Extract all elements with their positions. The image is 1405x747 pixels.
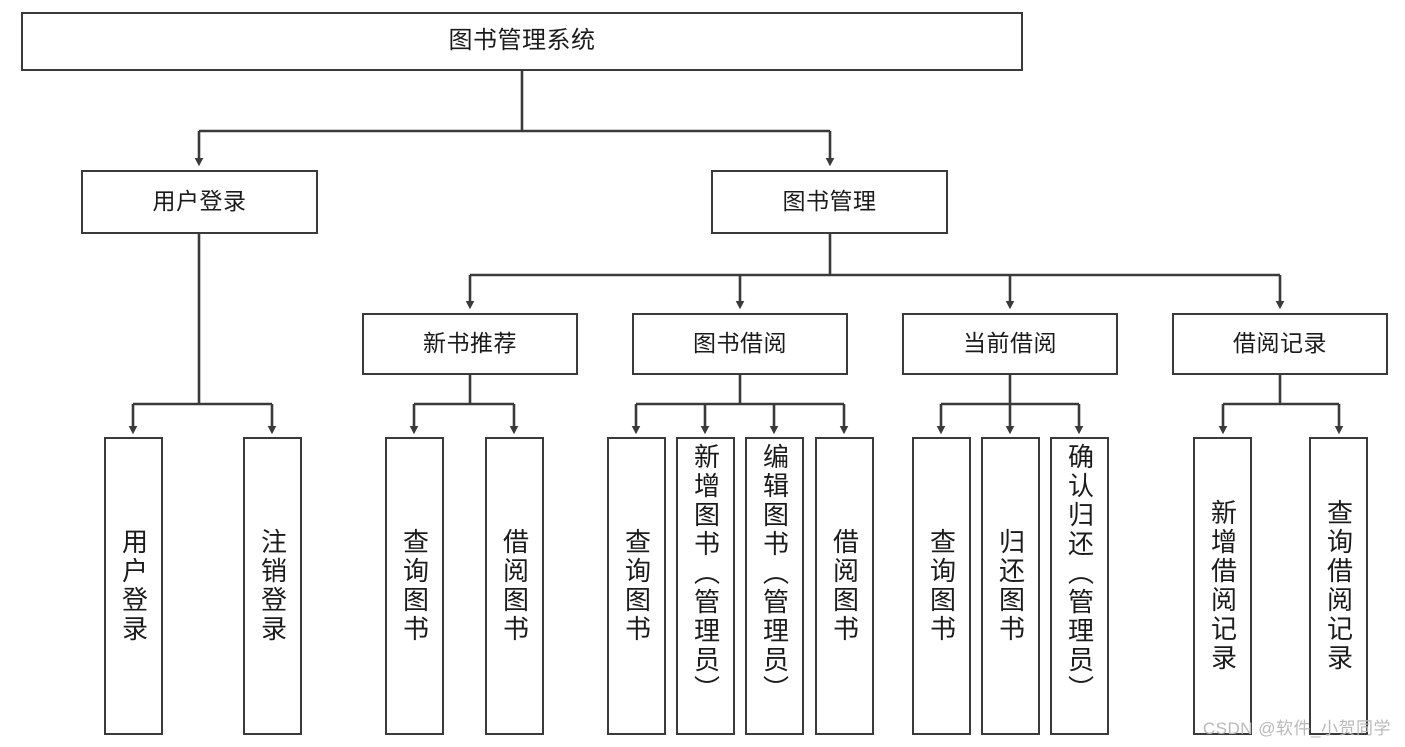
node-label: 注销登录 xyxy=(257,528,288,644)
node-root-system[interactable]: 图书管理系统 xyxy=(21,12,1023,71)
node-label: 查询借阅记录 xyxy=(1323,499,1354,673)
node-label: 借阅记录 xyxy=(1233,330,1327,357)
node-new-book-recommend[interactable]: 新书推荐 xyxy=(362,313,578,375)
node-label: 查询图书 xyxy=(926,528,957,644)
node-label: 新书推荐 xyxy=(423,330,517,357)
node-label: 归还图书 xyxy=(995,528,1026,644)
node-user-login[interactable]: 用户登录 xyxy=(81,170,318,234)
node-label: 借阅图书 xyxy=(499,528,530,644)
csdn-watermark: CSDN @软件_小贺同学 xyxy=(1202,719,1391,738)
node-label: 新增借阅记录 xyxy=(1207,499,1238,673)
node-label: 图书管理 xyxy=(782,188,877,215)
node-book-management[interactable]: 图书管理 xyxy=(711,170,948,234)
node-label: 确认归还（管理员） xyxy=(1064,443,1095,704)
node-label: 查询图书 xyxy=(399,528,430,644)
leaf-borrow-book-newbook[interactable]: 借阅图书 xyxy=(485,437,544,735)
leaf-add-book-admin[interactable]: 新增图书（管理员） xyxy=(676,437,735,735)
node-label: 当前借阅 xyxy=(963,330,1057,357)
leaf-user-login[interactable]: 用户登录 xyxy=(104,437,163,735)
leaf-edit-book-admin[interactable]: 编辑图书（管理员） xyxy=(745,437,804,735)
leaf-query-book-current[interactable]: 查询图书 xyxy=(912,437,971,735)
leaf-query-borrow-record[interactable]: 查询借阅记录 xyxy=(1309,437,1368,735)
node-label: 借阅图书 xyxy=(829,528,860,644)
node-label: 编辑图书（管理员） xyxy=(759,443,790,704)
node-book-borrow[interactable]: 图书借阅 xyxy=(632,313,848,375)
node-label: 图书借阅 xyxy=(693,330,787,357)
node-label: 查询图书 xyxy=(621,528,652,644)
leaf-borrow-book[interactable]: 借阅图书 xyxy=(815,437,874,735)
node-borrow-record[interactable]: 借阅记录 xyxy=(1172,313,1388,375)
leaf-confirm-return-admin[interactable]: 确认归还（管理员） xyxy=(1050,437,1109,735)
node-label: 用户登录 xyxy=(118,528,149,644)
leaf-return-book[interactable]: 归还图书 xyxy=(981,437,1040,735)
leaf-query-book-newbook[interactable]: 查询图书 xyxy=(385,437,444,735)
node-label: 用户登录 xyxy=(152,188,247,215)
node-label: 新增图书（管理员） xyxy=(690,443,721,704)
node-label: 图书管理系统 xyxy=(448,27,596,55)
node-current-borrow[interactable]: 当前借阅 xyxy=(902,313,1118,375)
leaf-query-book-borrow[interactable]: 查询图书 xyxy=(607,437,666,735)
leaf-add-borrow-record[interactable]: 新增借阅记录 xyxy=(1193,437,1252,735)
leaf-user-logout[interactable]: 注销登录 xyxy=(243,437,302,735)
